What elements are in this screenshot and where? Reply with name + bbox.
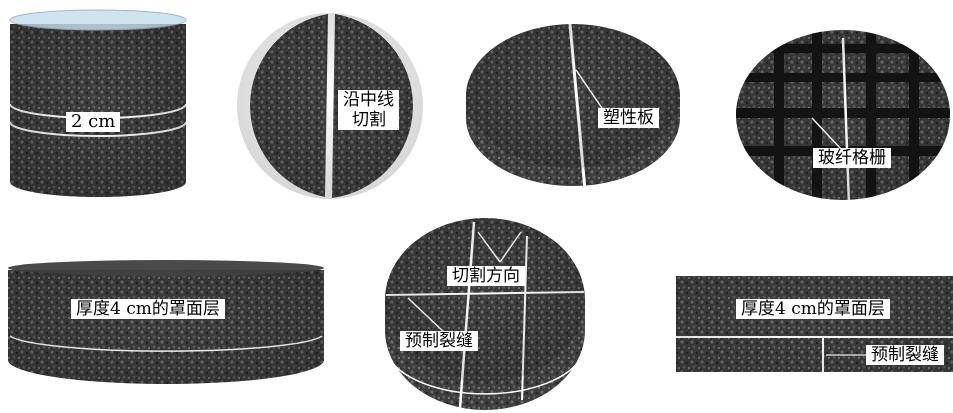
- overlay-slab-right: [676, 276, 953, 372]
- overlay-thickness-label-left: 厚度4 cm的罩面层: [71, 299, 225, 319]
- glass-fiber-grid-label: 玻纤格栅: [813, 148, 891, 168]
- cut-along-centerline-line2: 切割: [352, 110, 386, 130]
- precut-crack-label-center: 预制裂缝: [400, 331, 478, 351]
- cut-along-centerline-line1: 沿中线: [343, 90, 394, 110]
- precracked-disc-specimen: [385, 218, 585, 410]
- cylinder-specimen: [9, 9, 187, 197]
- halved-disc-specimen: [237, 13, 423, 199]
- cut-along-centerline-label: 沿中线 切割: [338, 90, 399, 130]
- cylinder-cut-height-label: 2 cm: [66, 112, 121, 132]
- precut-crack-label-right: 预制裂缝: [866, 345, 944, 365]
- overlay-slab-left: [8, 260, 324, 384]
- cut-direction-label: 切割方向: [447, 266, 525, 286]
- plastic-board-label: 塑性板: [598, 108, 659, 128]
- overlay-thickness-label-right: 厚度4 cm的罩面层: [736, 299, 890, 319]
- glass-fiber-grid-disc-specimen: [736, 30, 950, 206]
